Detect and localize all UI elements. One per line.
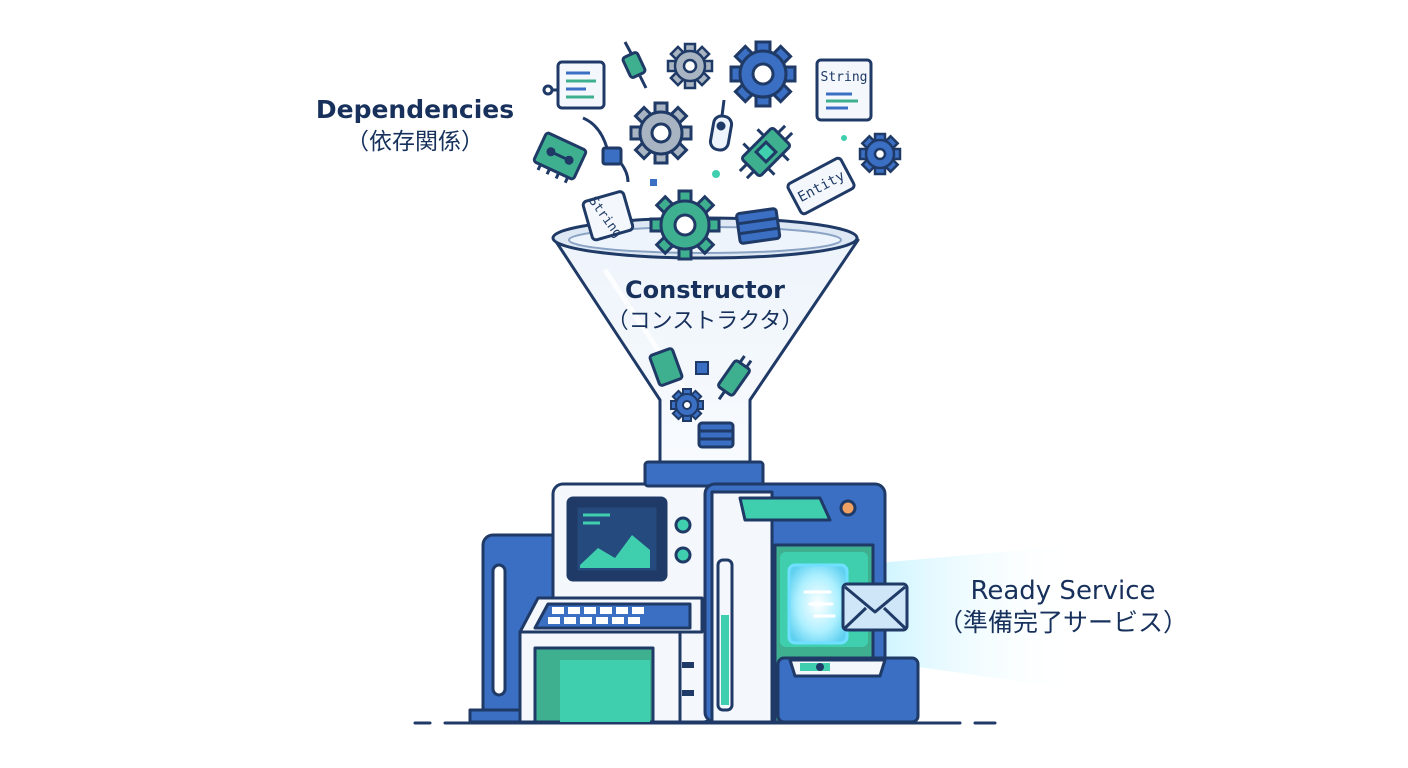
chip-icon bbox=[532, 131, 588, 184]
server-icon bbox=[735, 207, 782, 245]
chip-icon bbox=[648, 347, 684, 387]
plug-icon bbox=[621, 41, 648, 89]
entity-tag: Entity bbox=[786, 156, 856, 216]
dependencies-subtitle: （依存関係） bbox=[346, 129, 484, 155]
envelope-icon bbox=[841, 582, 909, 632]
connector-wire bbox=[582, 116, 630, 183]
constructor-title: Constructor bbox=[625, 276, 785, 304]
dependencies-title: Dependencies bbox=[315, 95, 515, 124]
constructor-label: Constructor （コンストラクタ） bbox=[585, 274, 825, 338]
gear-icon bbox=[629, 101, 693, 165]
gear-icon bbox=[670, 388, 704, 422]
ready-service-subtitle: （準備完了サービス） bbox=[937, 608, 1188, 637]
plug-icon bbox=[717, 355, 753, 401]
square-bit bbox=[650, 179, 657, 186]
gear-icon bbox=[666, 42, 714, 90]
gear-icon bbox=[729, 40, 797, 108]
chip-icon bbox=[738, 124, 794, 180]
processing-machine bbox=[468, 460, 920, 724]
string-card-text: String bbox=[821, 70, 868, 85]
server-icon bbox=[697, 421, 735, 449]
string-document-card bbox=[815, 58, 873, 122]
document-icon bbox=[542, 60, 606, 110]
ready-service-label: Ready Service （準備完了サービス） bbox=[918, 575, 1208, 639]
gear-icon bbox=[858, 132, 902, 176]
square-bit bbox=[695, 361, 709, 375]
dot bbox=[712, 170, 720, 178]
gear-icon bbox=[649, 189, 721, 261]
string-tag: String bbox=[581, 190, 635, 242]
dot bbox=[841, 135, 847, 141]
plug-icon bbox=[708, 99, 734, 152]
dependencies-label: Dependencies （依存関係） bbox=[300, 94, 530, 158]
speed-lines bbox=[803, 590, 836, 618]
ready-service-title: Ready Service bbox=[970, 576, 1156, 606]
constructor-subtitle: （コンストラクタ） bbox=[606, 309, 804, 334]
